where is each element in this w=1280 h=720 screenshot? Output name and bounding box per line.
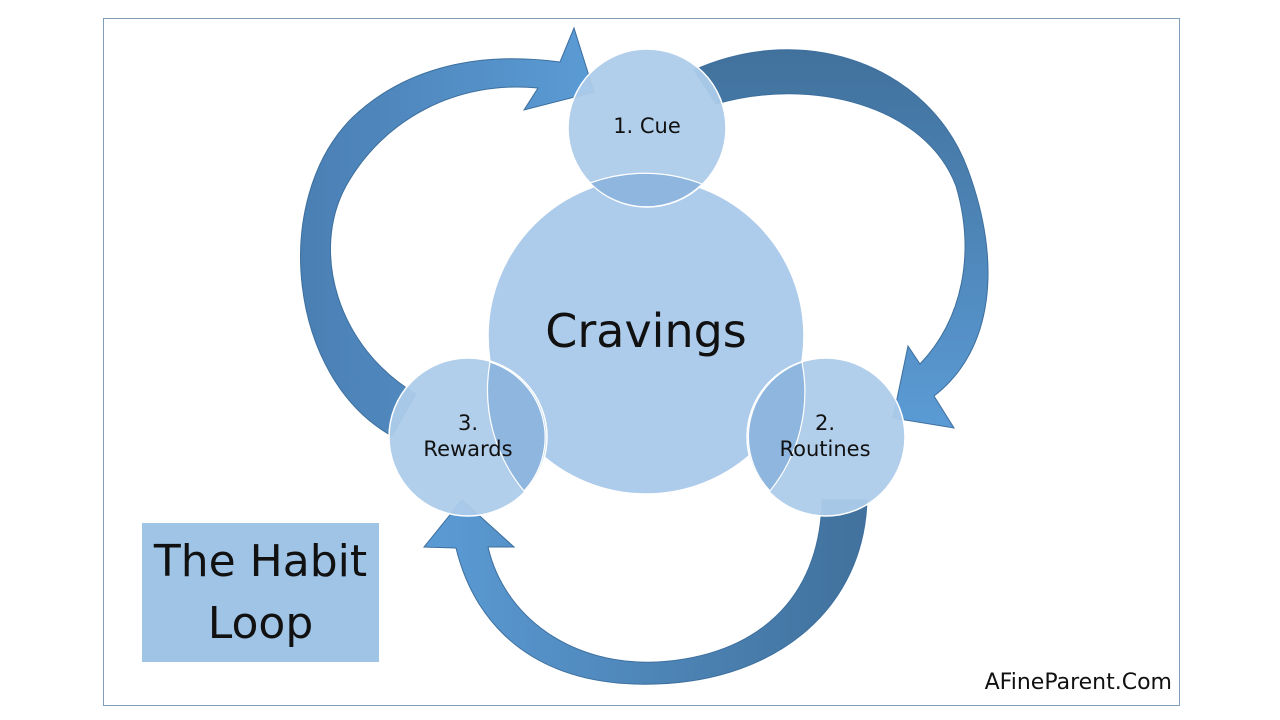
routines-label: 2. Routines [746, 400, 904, 472]
arrow-rewards-to-cue [300, 26, 595, 437]
arrow-routines-to-rewards [422, 499, 868, 685]
habit-loop-title-box: The Habit Loop [142, 523, 379, 662]
cue-text: 1. Cue [613, 113, 681, 138]
rewards-number: 3. [457, 410, 479, 435]
rewards-text: Rewards [423, 437, 513, 461]
title-line-2: Loop [207, 597, 314, 649]
cue-label: 1. Cue [568, 108, 726, 144]
source-watermark: AFineParent.Com [984, 670, 1172, 695]
routines-text: Routines [779, 437, 871, 461]
title-line-1: The Habit [153, 535, 368, 587]
overlap-routines-cravings [747, 361, 806, 492]
overlap-cue-cravings [588, 172, 704, 208]
cravings-text: Cravings [545, 304, 747, 359]
arrow-cue-to-routines [693, 49, 989, 429]
routines-number: 2. [814, 410, 836, 435]
slide-frame [103, 18, 1180, 706]
overlap-rewards-cravings [486, 361, 546, 492]
rewards-label: 3. Rewards [389, 400, 547, 472]
cravings-label: Cravings [488, 292, 804, 372]
